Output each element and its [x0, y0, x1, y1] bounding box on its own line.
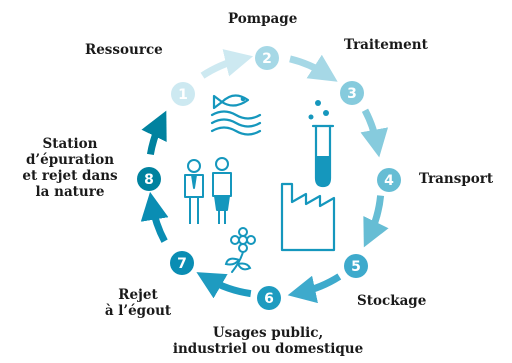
step-8-number: 8 [144, 172, 154, 188]
step-5: 5 [344, 254, 368, 278]
step-3-circle [340, 81, 364, 105]
step-6-circle [257, 286, 281, 310]
arrow-3-to-4 [360, 108, 389, 158]
step-4-circle [377, 168, 401, 192]
label-pompage: Pompage [228, 11, 298, 27]
label-station-epuration: Station d’épuration et rejet dans la nat… [22, 136, 118, 200]
arrow-1-to-2 [200, 49, 254, 79]
step-7-circle [170, 251, 194, 275]
label-transport: Transport [419, 171, 494, 187]
arrow-8-to-1 [141, 110, 167, 156]
step-6: 6 [257, 286, 281, 310]
step-1-number: 1 [178, 87, 188, 103]
fish-water-icon [210, 94, 262, 136]
label-traitement: Traitement [344, 37, 428, 53]
step-4-number: 4 [384, 173, 394, 189]
step-5-circle [344, 254, 368, 278]
step-5-number: 5 [351, 259, 361, 275]
step-3-number: 3 [347, 86, 357, 102]
step-8: 8 [137, 167, 161, 191]
step-6-number: 6 [264, 291, 274, 307]
cycle-arrows [140, 49, 389, 304]
label-stockage: Stockage [357, 293, 427, 309]
test-tube-icon [308, 100, 335, 188]
step-3: 3 [340, 81, 364, 105]
step-7-number: 7 [177, 256, 187, 272]
people-icon [184, 157, 232, 224]
factory-icon [280, 182, 336, 252]
arrow-6-to-7 [196, 272, 252, 299]
arrow-7-to-8 [140, 191, 169, 243]
label-usages: Usages public, industriel ou domestique [172, 325, 364, 357]
step-2-number: 2 [262, 51, 272, 67]
label-rejet-egout: Rejet à l’égout [104, 287, 172, 319]
step-7: 7 [170, 251, 194, 275]
step-2-circle [255, 46, 279, 70]
step-2: 2 [255, 46, 279, 70]
step-4: 4 [377, 168, 401, 192]
step-1-circle [171, 82, 195, 106]
step-1: 1 [171, 82, 195, 106]
step-8-circle [137, 167, 161, 191]
label-ressource: Ressource [85, 42, 163, 58]
arrow-4-to-5 [363, 195, 389, 248]
arrow-2-to-3 [289, 54, 338, 82]
arrow-5-to-6 [287, 273, 342, 304]
flower-icon [224, 227, 256, 273]
